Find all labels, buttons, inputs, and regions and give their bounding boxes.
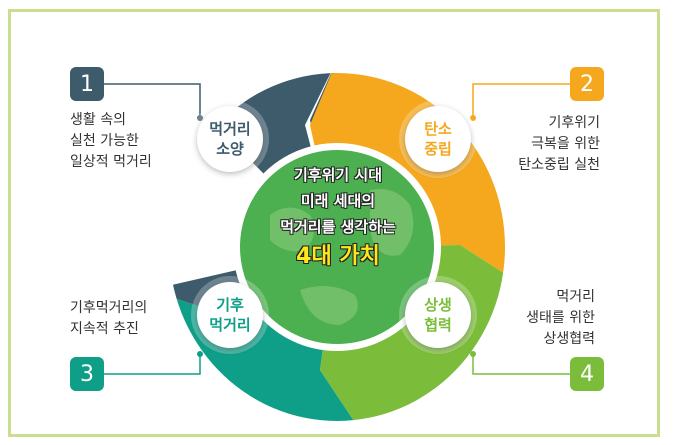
- badge-3: 3: [70, 357, 104, 391]
- center-line-1: 기후위기 시대: [293, 166, 383, 184]
- globe-continents: [270, 189, 414, 325]
- quadrant-1: [169, 73, 337, 310]
- badge-2: 2: [570, 67, 604, 101]
- node-3: 기후 먹거리: [197, 282, 263, 348]
- badge-4: 4: [570, 357, 604, 391]
- center-line-3: 먹거리를 생각하는: [280, 218, 396, 236]
- center-text: 기후위기 시대 미래 세대의 먹거리를 생각하는 4대 가치: [240, 162, 436, 274]
- desc-2: 기후위기 극복을 위한 탄소중립 실천: [518, 115, 600, 173]
- node-4: 상생 협력: [405, 282, 471, 348]
- frame-border: [8, 9, 660, 437]
- badge-1: 1: [70, 67, 104, 101]
- center-line-2: 미래 세대의: [300, 192, 376, 210]
- desc-4: 먹거리 생태를 위한 상생협력: [526, 289, 595, 347]
- node-1: 먹거리 소양: [197, 106, 263, 172]
- center-highlight: 4대 가치: [296, 244, 380, 269]
- desc-1: 생활 속의 실천 가능한 일상적 먹거리: [70, 112, 152, 170]
- desc-3: 기후먹거리의 지속적 추진: [70, 300, 148, 337]
- node-2: 탄소 중립: [405, 106, 471, 172]
